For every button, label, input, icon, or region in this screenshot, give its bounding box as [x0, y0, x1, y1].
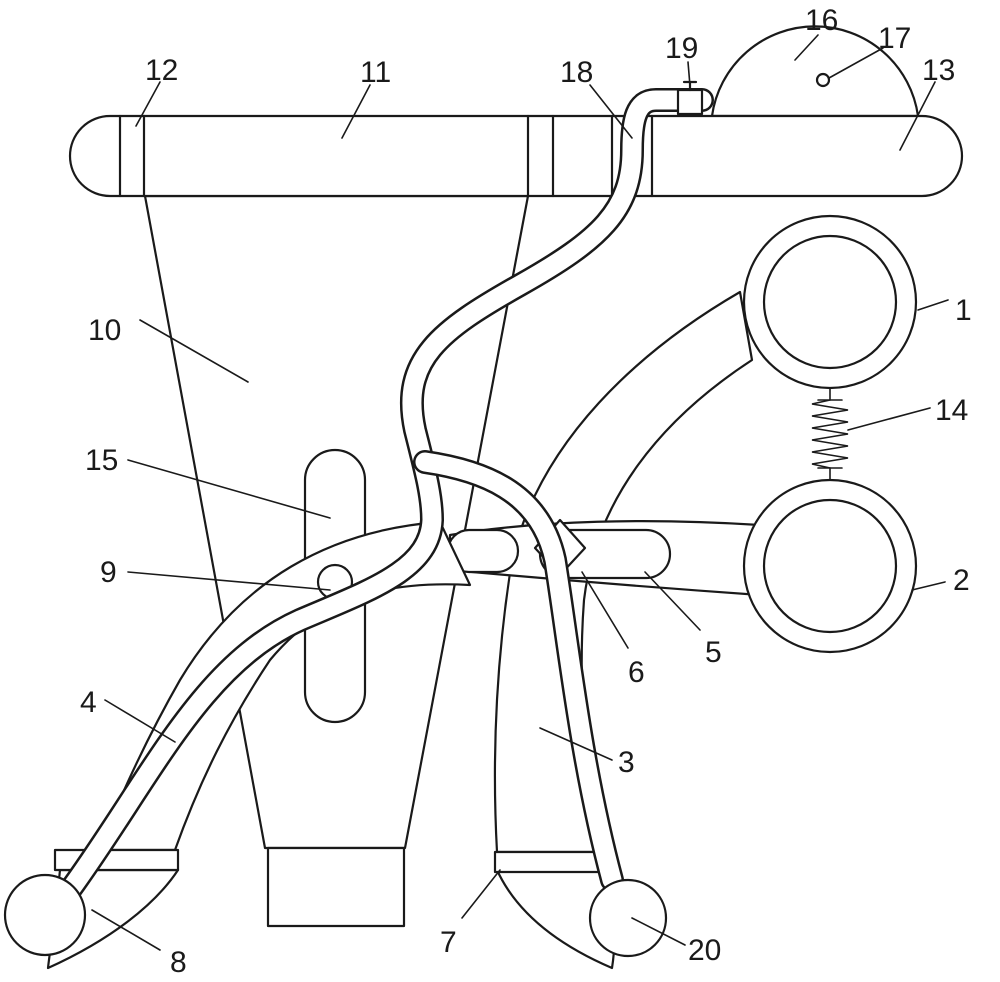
leader-13 [899, 81, 936, 151]
leader-16 [794, 34, 819, 61]
label-17: 17 [878, 22, 911, 55]
leader-9 [127, 571, 331, 591]
part-18-tube-fill [60, 90, 712, 900]
part-20-branch-tube-fill [415, 452, 622, 890]
part-11-top-bar [68, 114, 964, 198]
part-16-cap [710, 25, 920, 118]
label-14: 14 [935, 394, 968, 427]
label-13: 13 [922, 54, 955, 87]
label-3: 3 [618, 746, 635, 779]
part-2-lower-ring-inner [762, 498, 898, 634]
label-6: 6 [628, 656, 645, 689]
label-5: 5 [705, 636, 722, 669]
label-8: 8 [170, 946, 187, 979]
part-20-right-ball-tip [588, 878, 668, 958]
label-20: 20 [688, 934, 721, 967]
leader-20 [631, 917, 686, 946]
leader-lines [91, 34, 949, 951]
leader-5 [644, 571, 701, 631]
label-10: 10 [88, 314, 121, 347]
part-19-valve [676, 88, 704, 116]
leader-3 [539, 727, 613, 761]
left-ball-tip [3, 873, 87, 957]
leader-7 [461, 869, 501, 919]
leader-15 [127, 459, 331, 519]
part-14-spring [811, 387, 849, 481]
label-12: 12 [145, 54, 178, 87]
part-1-upper-ring-inner [762, 234, 898, 370]
label-9: 9 [100, 556, 117, 589]
label-18: 18 [560, 56, 593, 89]
leader-2 [911, 581, 946, 591]
label-2: 2 [953, 564, 970, 597]
leader-11 [341, 84, 371, 139]
label-4: 4 [80, 686, 97, 719]
label-1: 1 [955, 294, 972, 327]
label-11: 11 [360, 56, 391, 89]
funnel-nozzle [266, 846, 406, 928]
label-7: 7 [440, 926, 457, 959]
leader-6 [581, 571, 629, 649]
leader-14 [847, 407, 931, 431]
leader-10 [139, 319, 249, 383]
leader-12 [135, 81, 161, 127]
leader-8 [91, 909, 161, 951]
leader-1 [917, 299, 949, 311]
right-blade-band [493, 850, 602, 874]
label-19: 19 [665, 32, 698, 65]
leader-17 [828, 47, 884, 79]
leader-18 [589, 84, 633, 139]
leader-19 [687, 61, 691, 87]
leader-4 [104, 699, 176, 743]
part-17-pin [815, 72, 831, 88]
label-15: 15 [85, 444, 118, 477]
label-16: 16 [805, 4, 838, 37]
